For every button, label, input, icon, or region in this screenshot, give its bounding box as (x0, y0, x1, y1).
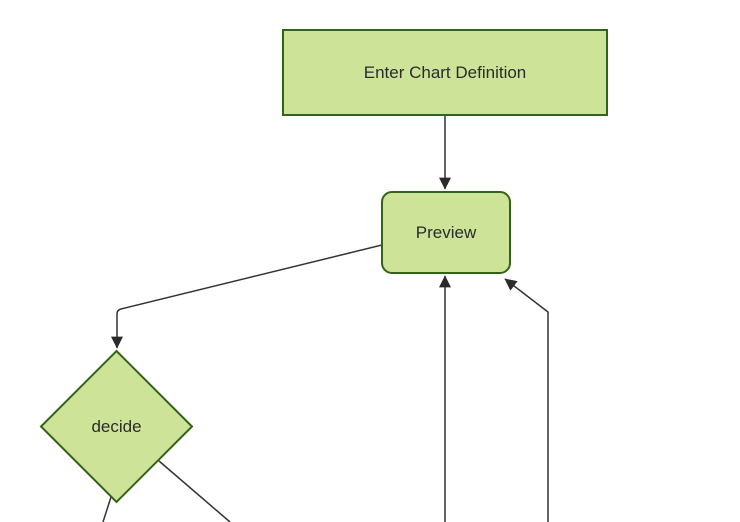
node-preview-shape (381, 191, 511, 274)
edge-preview-to-decide (111, 244, 383, 349)
edge-decide-to-offscreen-left (102, 496, 112, 522)
node-decide-shape (39, 349, 194, 504)
edge-offscreen-right-to-preview (504, 278, 549, 522)
edge-decide-to-offscreen-bottom (158, 460, 231, 522)
node-enter-chart-definition-shape (282, 29, 608, 116)
